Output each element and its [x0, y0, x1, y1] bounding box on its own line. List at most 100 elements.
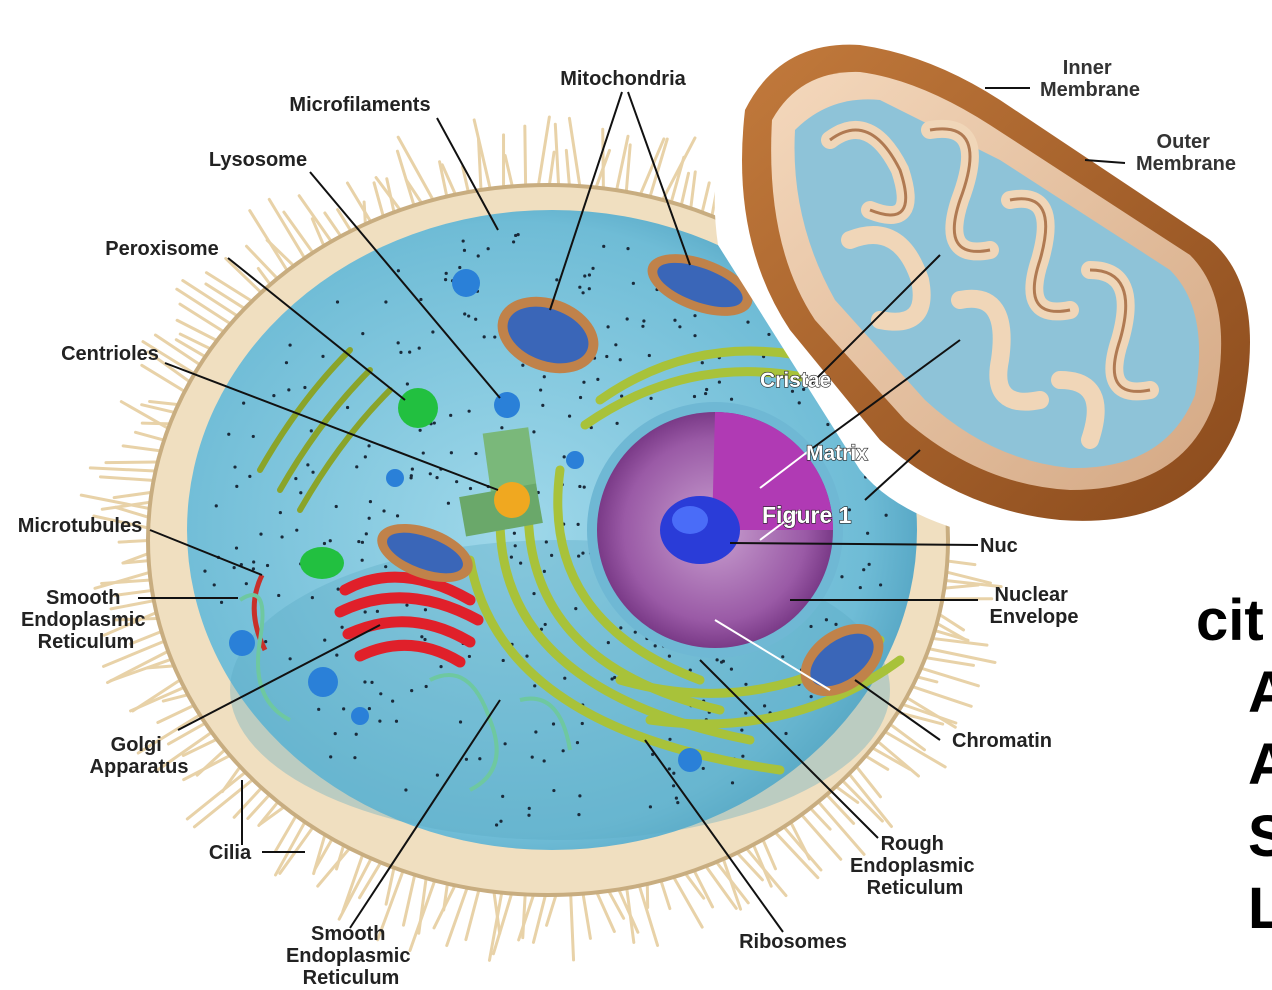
ribosome-dot	[514, 234, 517, 237]
ribosome-dot	[744, 711, 747, 714]
ribosome-dot	[514, 544, 517, 547]
label-nuclear-envelope: Nuclear Envelope	[990, 584, 1079, 628]
ribosome-dot	[648, 354, 651, 357]
ribosome-dot	[450, 451, 453, 454]
ribosome-dot	[521, 364, 524, 367]
ribosome-dot	[215, 504, 218, 507]
ribosome-dot	[353, 756, 356, 759]
ribosome-dot	[525, 655, 528, 658]
label-inner-membrane: Inner Membrane	[1040, 57, 1140, 101]
ribosome-dot	[424, 608, 427, 611]
ribosome-dot	[419, 429, 422, 432]
label-line: Golgi	[111, 734, 162, 756]
label-line: Inner	[1063, 57, 1112, 79]
ribosome-dot	[563, 455, 566, 458]
ribosome-dot	[577, 554, 580, 557]
ribosome-dot	[423, 638, 426, 641]
ribosome-dot	[654, 644, 657, 647]
ribosome-dot	[676, 801, 679, 804]
ribosome-dot	[619, 358, 622, 361]
ribosome-dot	[346, 406, 349, 409]
ribosome-dot	[289, 657, 292, 660]
label-line: Smooth	[46, 587, 120, 609]
ribosome-dot	[720, 661, 723, 664]
ribosome-dot	[885, 514, 888, 517]
label-cilia: Cilia	[209, 842, 252, 864]
label-smooth-er-bottom: Smooth Endoplasmic Reticulum	[286, 923, 416, 989]
ribosome-dot	[213, 583, 216, 586]
ribosome-dot	[397, 341, 400, 344]
ribosome-dot	[602, 245, 605, 248]
ribosome-dot	[259, 533, 262, 536]
ribosome-dot	[364, 455, 367, 458]
ribosome-dot	[355, 733, 358, 736]
ribosome-dot	[577, 813, 580, 816]
ribosome-dot	[552, 722, 555, 725]
label-lysosome: Lysosome	[209, 149, 307, 171]
ribosome-dot	[462, 239, 465, 242]
ribosome-dot	[487, 247, 490, 250]
ribosome-dot	[672, 772, 675, 775]
ribosome-dot	[555, 278, 558, 281]
ribosome-dot	[702, 767, 705, 770]
label-nucleus-partial: Nuc	[980, 535, 1018, 557]
ribosome-dot	[369, 500, 372, 503]
ribosome-dot	[449, 414, 452, 417]
ribosome-dot	[641, 325, 644, 328]
ribosome-dot	[634, 631, 637, 634]
label-microfilaments: Microfilaments	[289, 94, 430, 116]
label-line: Nuclear	[995, 584, 1069, 606]
ribosome-dot	[279, 511, 282, 514]
ribosome-dot	[420, 635, 423, 638]
ribosome-dot	[512, 240, 515, 243]
ribosome-dot	[463, 249, 466, 252]
ribosome-dot	[287, 388, 290, 391]
ribosome-dot	[382, 509, 385, 512]
side-text-line: S	[1196, 801, 1272, 873]
ribosome-dot	[252, 567, 255, 570]
ribosome-dot	[379, 692, 382, 695]
ribosome-dot	[248, 475, 251, 478]
ribosome-dot	[439, 665, 442, 668]
ribosome-dot	[317, 708, 320, 711]
ribosome-dot	[545, 540, 548, 543]
ribosome-dot	[342, 707, 345, 710]
ribosome-dot	[474, 452, 477, 455]
ribosome-dot	[533, 684, 536, 687]
ribosome-dot	[562, 749, 565, 752]
ribosome-dot	[810, 695, 813, 698]
ribosome-dot	[433, 421, 436, 424]
nucleolus-highlight	[672, 506, 708, 534]
ribosome-dot	[868, 563, 871, 566]
ribosome-dot	[541, 404, 544, 407]
label-ribosomes: Ribosomes	[739, 931, 847, 953]
ribosome-dot	[458, 266, 461, 269]
label-line: Rough	[881, 833, 944, 855]
ribosome-dot	[469, 487, 472, 490]
ribosome-dot	[672, 784, 675, 787]
ribosome-dot	[495, 823, 498, 826]
ribosome-dot	[336, 300, 339, 303]
ribosome-dot	[519, 561, 522, 564]
ribosome-dot	[419, 298, 422, 301]
ribosome-dot	[465, 758, 468, 761]
ribosome-dot	[233, 566, 236, 569]
ribosome-dot	[264, 640, 267, 643]
ribosome-dot	[235, 546, 238, 549]
ribosome-dot	[668, 767, 671, 770]
ribosome-dot	[455, 480, 458, 483]
ribosome-dot	[334, 732, 337, 735]
ribosome-dot	[295, 529, 298, 532]
ribosome-dot	[632, 282, 635, 285]
ribosome-dot	[701, 361, 704, 364]
ribosome-dot	[649, 397, 652, 400]
label-line: Endoplasmic	[286, 945, 410, 967]
ribosome-dot	[384, 565, 387, 568]
ribosome-dot	[410, 474, 413, 477]
ribosome-dot	[675, 797, 678, 800]
ribosome-dot	[588, 287, 591, 290]
label-smooth-er-left: Smooth Endoplasmic Reticulum	[21, 587, 151, 653]
side-text-line: A	[1196, 729, 1272, 801]
ribosome-dot	[704, 392, 707, 395]
ribosome-dot	[299, 491, 302, 494]
